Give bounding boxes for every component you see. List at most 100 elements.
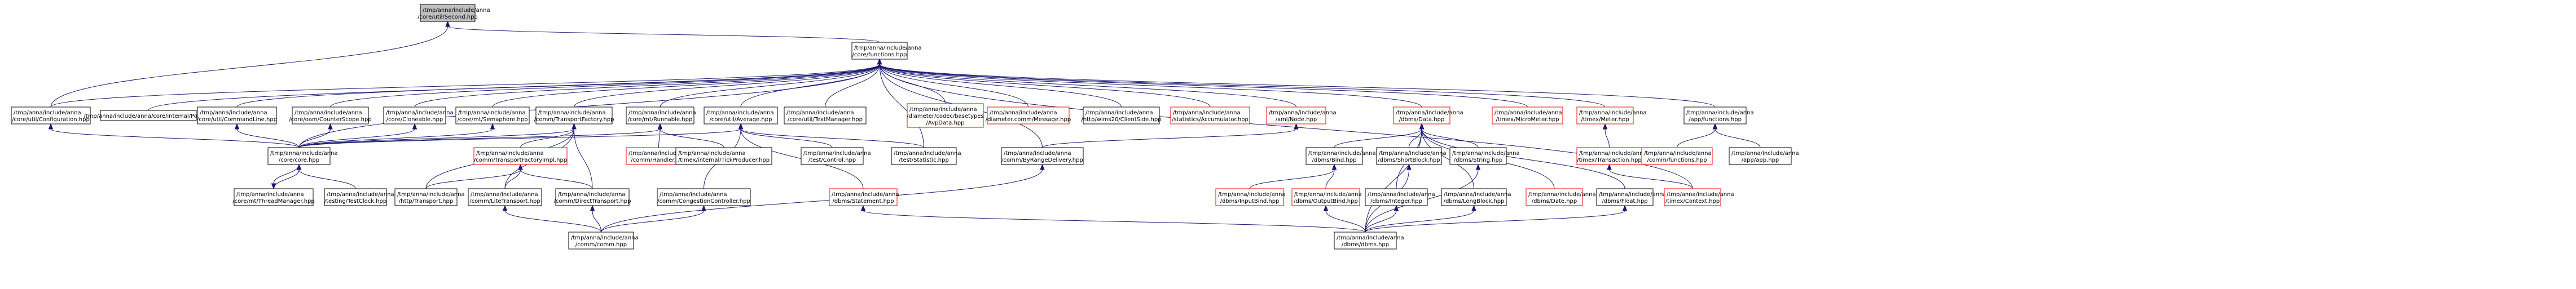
node-configuration[interactable]: /tmp/anna/include/anna/core/util/Configu… <box>11 106 91 125</box>
node-apphpp[interactable]: /tmp/anna/include/anna/app/app.hpp <box>1729 147 1799 165</box>
node-box <box>468 188 542 206</box>
edge-shortblock-to-data <box>1409 128 1422 148</box>
node-avpdata[interactable]: /tmp/anna/include/anna/diameter/codec/ba… <box>907 103 984 128</box>
node-date[interactable]: /tmp/anna/include/anna/dbms/Date.hpp <box>1526 188 1596 206</box>
node-congestion[interactable]: /tmp/anna/include/anna/comm/CongestionCo… <box>657 188 751 206</box>
node-runnable[interactable]: /tmp/anna/include/anna/core/mt/Runnable.… <box>626 106 696 125</box>
node-average[interactable]: /tmp/anna/include/anna/core/util/Average… <box>704 106 778 125</box>
node-functions[interactable]: /tmp/anna/include/anna/core/functions.hp… <box>851 42 922 60</box>
edge-arrowhead <box>412 123 417 130</box>
node-label-line: /core/util/Average.hpp <box>710 117 772 123</box>
edge-arrowhead <box>1419 123 1425 130</box>
node-bind[interactable]: /tmp/anna/include/anna/dbms/Bind.hpp <box>1305 147 1376 165</box>
node-factoryimpl[interactable]: /tmp/anna/include/anna/comm/TransportFac… <box>473 147 568 165</box>
node-transaction[interactable]: /tmp/anna/include/anna/timex/Transaction… <box>1576 147 1647 165</box>
node-byrange[interactable]: /tmp/anna/include/anna/comm/ByRangeDeliv… <box>1001 147 1084 165</box>
node-label-line: /tmp/anna/include/anna <box>1368 192 1435 198</box>
edge-threadmanager-to-corehpp <box>273 169 300 189</box>
node-string[interactable]: /tmp/anna/include/anna/dbms/String.hpp <box>1449 147 1520 165</box>
node-data[interactable]: /tmp/anna/include/anna/dbms/Data.hpp <box>1393 106 1463 125</box>
edge-commhpp-to-directtransport <box>592 210 601 233</box>
node-label-line: /test/Control.hpp <box>808 157 856 163</box>
node-dbmshpp[interactable]: /tmp/anna/include/anna/dbms/dbms.hpp <box>1334 232 1404 250</box>
edge-diammessage-to-functions <box>879 64 1028 108</box>
node-commfunctions[interactable]: /tmp/anna/include/anna/comm/functions.hp… <box>1641 147 1713 165</box>
node-second[interactable]: /tmp/anna/include/anna/core/util/Second.… <box>417 4 490 22</box>
node-label-line: /tmp/anna/include/anna <box>1396 110 1463 116</box>
node-label-line: /tmp/anna/include/anna <box>894 150 961 157</box>
node-counterscope[interactable]: /tmp/anna/include/anna/core/oam/CounterS… <box>289 106 372 125</box>
node-accumulator[interactable]: /tmp/anna/include/anna/statistics/Accumu… <box>1170 106 1250 125</box>
node-statistic[interactable]: /tmp/anna/include/anna/test/Statistic.hp… <box>891 147 961 165</box>
node-textmanager[interactable]: /tmp/anna/include/anna/core/util/TextMan… <box>784 106 867 125</box>
node-label-line: /dbms/Integer.hpp <box>1370 198 1422 204</box>
node-testcontrol[interactable]: /tmp/anna/include/anna/test/Control.hpp <box>801 147 871 165</box>
node-label-line: /comm/LiteTransport.hpp <box>469 198 540 204</box>
node-box <box>1393 106 1450 125</box>
edge-arrowhead <box>657 123 663 130</box>
node-commhpp[interactable]: /tmp/anna/include/anna/comm/comm.hpp <box>568 232 639 250</box>
node-box <box>267 147 331 165</box>
node-shortblock[interactable]: /tmp/anna/include/anna/dbms/ShortBlock.h… <box>1376 147 1447 165</box>
edge-corehpp-to-runnable <box>298 128 661 148</box>
node-label-line: /tmp/anna/include/anna <box>294 110 362 116</box>
node-label-line: /tmp/anna/include/anna/core/internal/Pol… <box>83 113 213 119</box>
edge-dbmshpp-to-outputbind <box>1325 210 1366 233</box>
node-label-line: /comm/DirectTransport.hpp <box>554 198 631 204</box>
edges-layer <box>48 20 1761 233</box>
node-label-line: /tmp/anna/include/anna <box>571 235 639 241</box>
node-cloneable[interactable]: /tmp/anna/include/anna/core/Cloneable.hp… <box>383 106 454 125</box>
node-outputbind[interactable]: /tmp/anna/include/anna/dbms/OutputBind.h… <box>1291 188 1362 206</box>
node-box <box>1170 106 1250 125</box>
edge-arrowhead <box>1475 163 1481 170</box>
node-box <box>1683 106 1747 125</box>
node-label-line: /tmp/anna/include/anna <box>1294 192 1362 198</box>
node-directtransport[interactable]: /tmp/anna/include/anna/comm/DirectTransp… <box>554 188 631 206</box>
node-tickproducer[interactable]: /tmp/anna/include/anna/timex/internal/Ti… <box>675 147 772 165</box>
node-commandline[interactable]: /tmp/anna/include/anna/core/util/Command… <box>197 106 277 125</box>
node-integer[interactable]: /tmp/anna/include/anna/dbms/Integer.hpp <box>1365 188 1435 206</box>
node-label-line: /tmp/anna/include/anna <box>236 192 304 198</box>
node-label-line: /tmp/anna/include/anna <box>706 110 774 116</box>
node-label-line: /core/util/Configuration.hpp <box>12 117 90 123</box>
node-label-line: /app/functions.hpp <box>1689 117 1742 123</box>
node-testclock[interactable]: /tmp/anna/include/anna/testing/TestClock… <box>324 188 394 206</box>
node-box <box>851 42 908 60</box>
node-label-line: /core/util/Second.hpp <box>417 14 478 20</box>
node-meter[interactable]: /tmp/anna/include/anna/timex/Meter.hpp <box>1576 106 1647 125</box>
node-httptransport[interactable]: /tmp/anna/include/anna/http/Transport.hp… <box>394 188 465 206</box>
node-litetransport[interactable]: /tmp/anna/include/anna/comm/LiteTranspor… <box>468 188 542 206</box>
node-label-line: /diameter.comm/Message.hpp <box>986 117 1071 123</box>
node-micrometer[interactable]: /tmp/anna/include/anna/timex/MicroMeter.… <box>1492 106 1563 125</box>
node-statement[interactable]: /tmp/anna/include/anna/dbms/Statement.hp… <box>829 188 899 206</box>
edge-arrowhead <box>328 123 333 130</box>
edge-arrowhead <box>502 204 508 211</box>
node-xmlnode[interactable]: /tmp/anna/include/anna/xml/Node.hpp <box>1266 106 1337 125</box>
node-box <box>626 106 694 125</box>
node-box <box>1441 188 1507 206</box>
node-threadmanager[interactable]: /tmp/anna/include/anna/core/mt/ThreadMan… <box>232 188 315 206</box>
node-inputbind[interactable]: /tmp/anna/include/anna/dbms/InputBind.hp… <box>1215 188 1286 206</box>
node-box <box>1334 232 1397 250</box>
edge-arrowhead <box>572 123 577 130</box>
node-label-line: /timex/internal/TickProducer.hpp <box>678 157 770 163</box>
node-label-line: /tmp/anna/include/anna <box>803 150 871 157</box>
node-clientside[interactable]: /tmp/anna/include/anna/http/wims20/Clien… <box>1081 106 1162 125</box>
node-context[interactable]: /tmp/anna/include/anna/timex/Context.hpp <box>1664 188 1734 206</box>
edge-corehpp-to-semaphore <box>298 128 493 148</box>
node-diammessage[interactable]: /tmp/anna/include/anna/diameter.comm/Mes… <box>986 106 1071 125</box>
node-label-line: /comm/ByRangeDelivery.hpp <box>1001 157 1083 163</box>
node-corehpp[interactable]: /tmp/anna/include/anna/core/core.hpp <box>267 147 338 165</box>
edge-corehpp-to-transportfactory <box>298 128 574 148</box>
node-appfunctions[interactable]: /tmp/anna/include/anna/app/functions.hpp <box>1683 106 1754 125</box>
node-label-line: /AvpData.hpp <box>926 120 965 126</box>
node-semaphore[interactable]: /tmp/anna/include/anna/core/mt/Semaphore… <box>455 106 530 125</box>
node-label-line: /tmp/anna/include/anna <box>538 110 606 116</box>
node-poll[interactable]: /tmp/anna/include/anna/core/internal/Pol… <box>83 110 213 121</box>
node-float[interactable]: /tmp/anna/include/anna/dbms/Float.hpp <box>1596 188 1667 206</box>
edge-directtransport-to-transportfactory <box>574 128 593 189</box>
node-transportfactory[interactable]: /tmp/anna/include/anna/comm/TransportFac… <box>534 106 614 125</box>
node-label-line: /tmp/anna/include/anna <box>1579 110 1647 116</box>
node-box <box>784 106 867 125</box>
node-longblock[interactable]: /tmp/anna/include/anna/dbms/LongBlock.hp… <box>1441 188 1511 206</box>
